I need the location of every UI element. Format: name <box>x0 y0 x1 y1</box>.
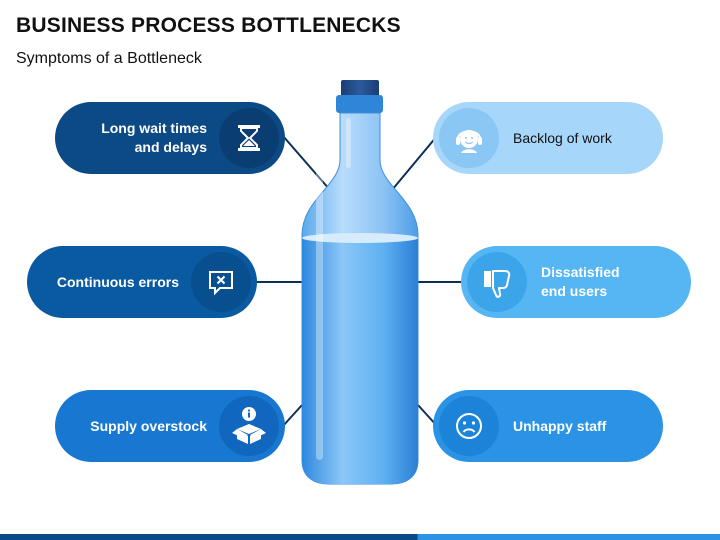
footer-bar <box>0 534 720 540</box>
error-message-icon <box>191 252 251 312</box>
symptom-supply-overstock: Supply overstock <box>55 390 285 462</box>
symptom-label: Supply overstock <box>90 417 207 434</box>
thumbs-down-icon <box>467 252 527 312</box>
symptom-label: Unhappy staff <box>513 417 607 434</box>
page-subtitle: Symptoms of a Bottleneck <box>16 50 202 67</box>
hourglass-icon <box>219 108 279 168</box>
symptom-unhappy-staff: Unhappy staff <box>433 390 663 462</box>
symptom-backlog-of-work: Backlog of work <box>433 102 663 174</box>
symptom-dissatisfied-end-users: Dissatisfied end users <box>461 246 691 318</box>
symptom-continuous-errors: Continuous errors <box>27 246 257 318</box>
symptom-label: Long wait times and delays <box>101 120 207 155</box>
symptom-label: Dissatisfied end users <box>541 264 620 299</box>
sad-face-icon <box>439 396 499 456</box>
box-info-icon <box>219 396 279 456</box>
page-title: BUSINESS PROCESS BOTTLENECKS <box>16 14 401 37</box>
symptom-long-wait-times: Long wait times and delays <box>55 102 285 174</box>
support-agent-icon <box>439 108 499 168</box>
symptom-label: Backlog of work <box>513 129 612 146</box>
symptom-label: Continuous errors <box>56 273 179 290</box>
